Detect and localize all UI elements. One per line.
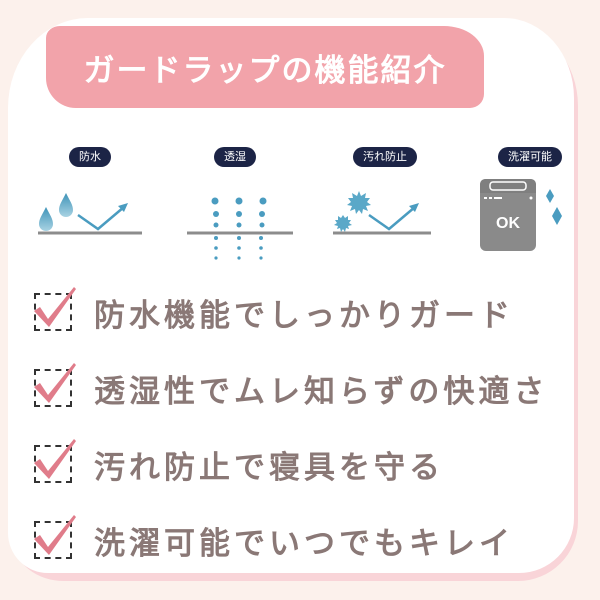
feature-label: 透湿: [214, 147, 256, 167]
checklist-text: 透湿性でムレ知らずの快適さ: [94, 373, 549, 410]
checklist-text: 防水機能でしっかりガード: [94, 297, 514, 334]
checklist-item: 洗濯可能でいつでもキレイ: [30, 502, 580, 578]
ok-badge: OK: [496, 215, 520, 232]
checklist-text: 洗濯可能でいつでもキレイ: [94, 525, 514, 562]
content-card: [8, 18, 574, 573]
feature-label: 汚れ防止: [353, 147, 417, 167]
feature-checklist: 防水機能でしっかりガード 透湿性でムレ知らずの快適さ 汚れ防止で寝具を守る 洗濯…: [30, 274, 580, 578]
feature-waterproof: 防水: [30, 145, 150, 265]
checklist-text: 汚れ防止で寝具を守る: [94, 449, 444, 486]
checkmark-icon: [34, 515, 76, 555]
checklist-item: 透湿性でムレ知らずの快適さ: [30, 350, 580, 426]
checklist-item: 汚れ防止で寝具を守る: [30, 426, 580, 502]
page-title: ガードラップの機能紹介: [83, 52, 447, 89]
checkbox-checked: [34, 515, 76, 559]
dirt-bounce-icon: [333, 191, 431, 235]
washing-machine-icon: OK: [480, 179, 562, 251]
checkmark-icon: [34, 363, 76, 403]
checkmark-icon: [34, 439, 76, 479]
feature-label: 洗濯可能: [498, 147, 562, 167]
feature-icons-row: 防水 透湿: [30, 145, 570, 265]
checkbox-checked: [34, 287, 76, 331]
checkbox-checked: [34, 363, 76, 407]
water-drops-bounce-icon: [38, 193, 142, 235]
feature-stain-prevention: 汚れ防止: [325, 145, 445, 265]
checkbox-checked: [34, 439, 76, 483]
checkmark-icon: [34, 287, 76, 327]
feature-breathable: 透湿: [175, 145, 295, 265]
title-banner: ガードラップの機能紹介: [46, 26, 484, 108]
feature-label: 防水: [69, 147, 111, 167]
feature-washable: 洗濯可能 OK: [470, 145, 590, 265]
moisture-dots-icon: [187, 197, 293, 260]
checklist-item: 防水機能でしっかりガード: [30, 274, 580, 350]
